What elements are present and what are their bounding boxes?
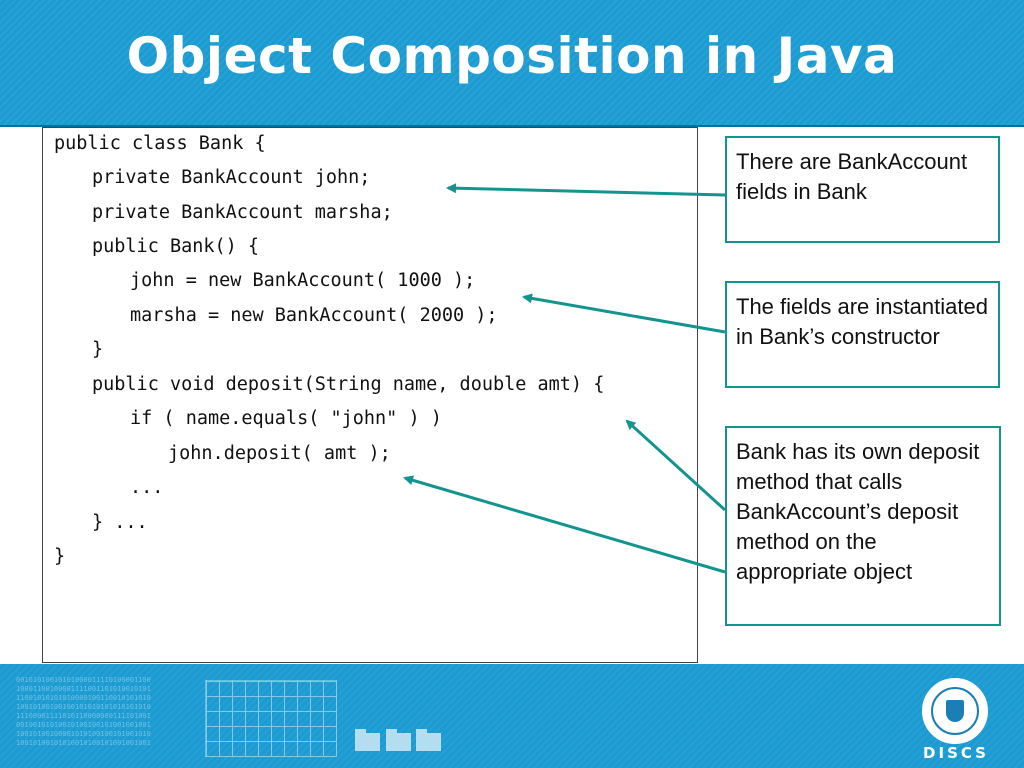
footer-bar xyxy=(0,664,1024,768)
callout-deposit: Bank has its own deposit method that cal… xyxy=(725,426,1001,626)
code-line: private BankAccount john; xyxy=(92,167,371,188)
footer-brand: DISCS xyxy=(923,744,989,762)
slide-title: Object Composition in Java xyxy=(126,27,898,85)
code-line: john = new BankAccount( 1000 ); xyxy=(130,270,476,291)
code-line: if ( name.equals( "john" ) ) xyxy=(130,408,442,429)
folder-icon xyxy=(386,729,411,751)
code-panel: public class Bank { private BankAccount … xyxy=(42,127,698,663)
folder-icon xyxy=(416,729,441,751)
grid-decoration xyxy=(205,680,337,757)
code-line: private BankAccount marsha; xyxy=(92,202,393,223)
code-line: } xyxy=(92,339,104,360)
callout-text: The fields are instantiated in Bank’s co… xyxy=(736,294,988,349)
code-line: marsha = new BankAccount( 2000 ); xyxy=(130,305,498,326)
callout-fields: There are BankAccount fields in Bank xyxy=(725,136,1000,243)
code-line: john.deposit( amt ); xyxy=(168,443,391,464)
code-line: ... xyxy=(130,477,164,498)
title-bar xyxy=(0,0,1024,127)
callout-constructor: The fields are instantiated in Bank’s co… xyxy=(725,281,1000,388)
code-line: public Bank() { xyxy=(92,236,260,257)
callout-text: Bank has its own deposit method that cal… xyxy=(736,439,980,584)
code-line: } xyxy=(54,546,66,567)
code-line: } ... xyxy=(92,512,148,533)
code-line: public class Bank { xyxy=(54,133,266,154)
callout-text: There are BankAccount fields in Bank xyxy=(736,149,968,204)
folder-icon xyxy=(355,729,380,751)
seal-shield xyxy=(946,700,964,722)
binary-texture: 00101010010101000011110100001100 1000110… xyxy=(16,676,151,747)
seal-ring xyxy=(931,687,979,735)
code-line: public void deposit(String name, double … xyxy=(92,374,605,395)
university-seal-icon xyxy=(922,678,988,744)
